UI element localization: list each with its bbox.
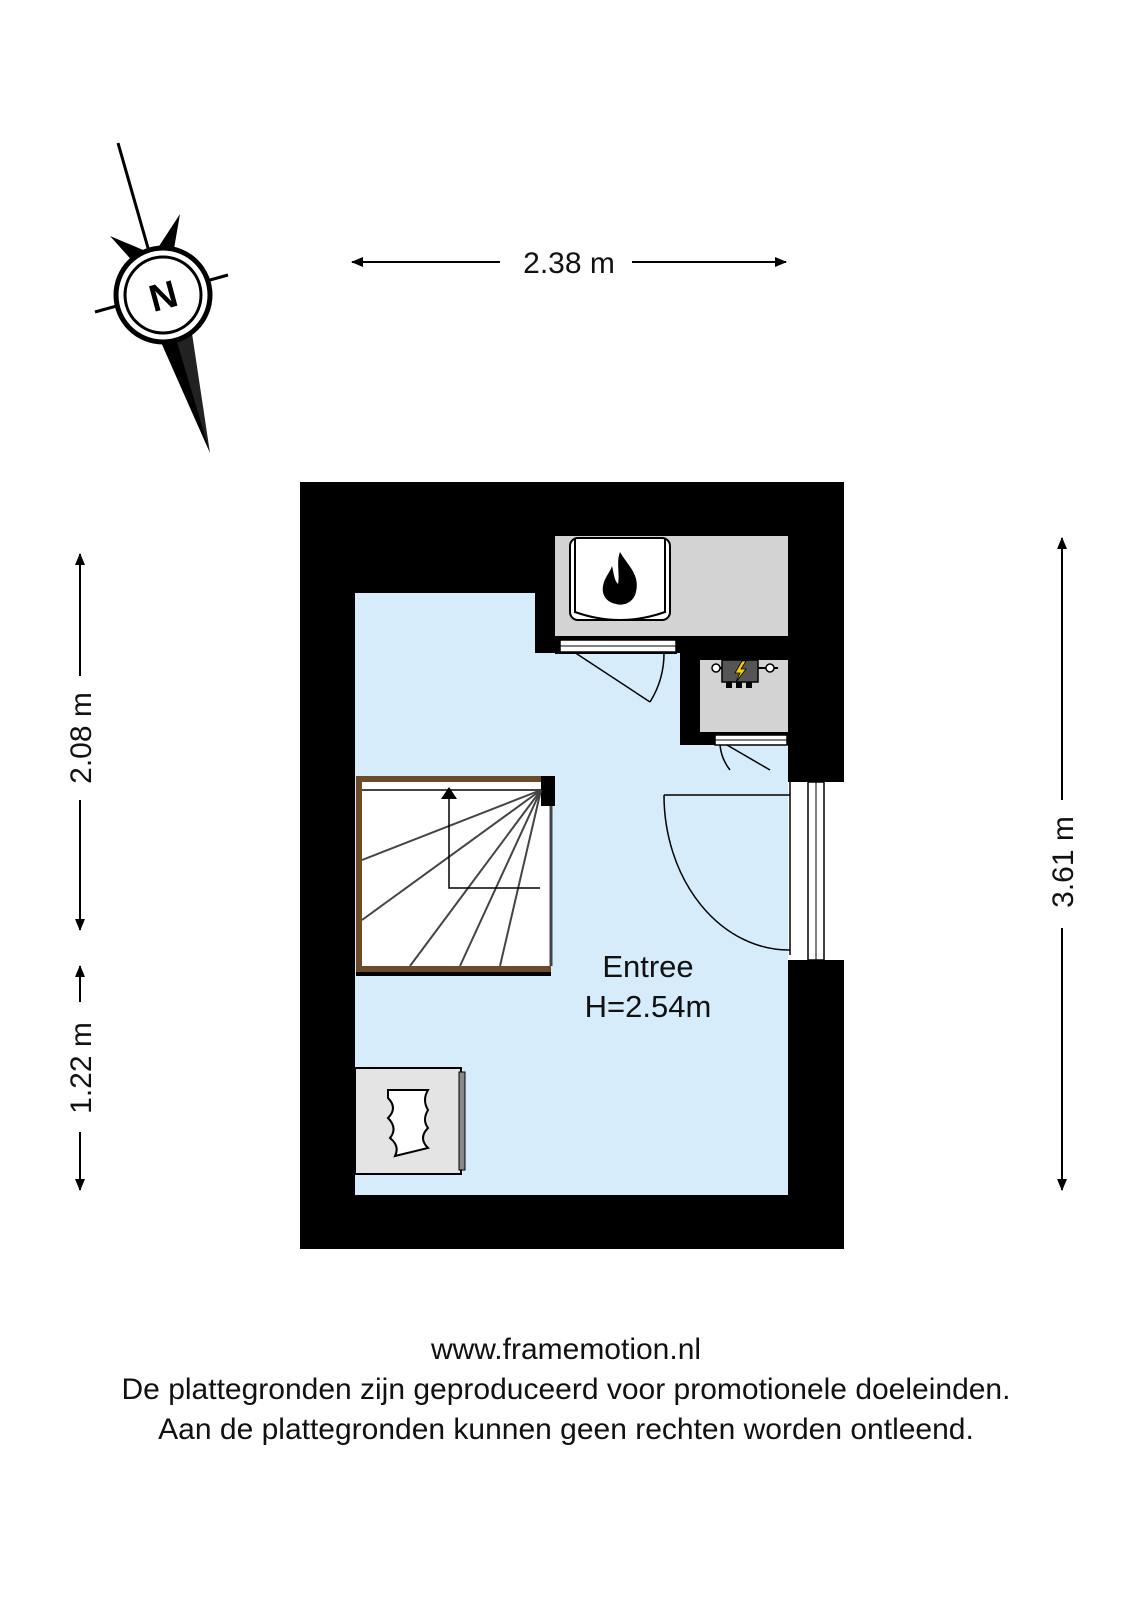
stairs-wall bbox=[356, 972, 551, 976]
fire-icon bbox=[602, 552, 637, 605]
dimension-top: 2.38 m bbox=[351, 247, 787, 280]
dimension-left-lower-label: 1.22 m bbox=[65, 1022, 98, 1114]
boiler-closet-door[interactable] bbox=[559, 639, 677, 703]
dimension-right-label: 3.61 m bbox=[1047, 816, 1080, 908]
boiler bbox=[569, 537, 671, 621]
meter-closet-door[interactable] bbox=[714, 734, 788, 771]
footer-disclaimer-2: Aan de plattegronden kunnen geen rechten… bbox=[158, 1413, 974, 1446]
dimension-right: 3.61 m bbox=[1047, 537, 1080, 1191]
electricity-meter bbox=[711, 659, 778, 688]
washing-machine-icon bbox=[354, 1067, 466, 1175]
room-name: Entree bbox=[602, 949, 693, 984]
dimension-left-upper-label: 2.08 m bbox=[65, 692, 98, 784]
room-height: H=2.54m bbox=[585, 989, 712, 1024]
dimension-left-upper: 2.08 m bbox=[65, 553, 98, 931]
footer-url[interactable]: www.framemotion.nl bbox=[430, 1333, 702, 1366]
dimension-top-label: 2.38 m bbox=[523, 247, 615, 280]
stairs-icon bbox=[356, 776, 555, 974]
front-door[interactable] bbox=[663, 781, 825, 961]
electricity-icon bbox=[734, 660, 747, 683]
north-compass-icon: N bbox=[94, 142, 229, 453]
room-floor bbox=[355, 593, 788, 1195]
footer-disclaimer-1: De plattegronden zijn geproduceerd voor … bbox=[121, 1373, 1011, 1406]
dimension-left-lower: 1.22 m bbox=[65, 965, 98, 1191]
